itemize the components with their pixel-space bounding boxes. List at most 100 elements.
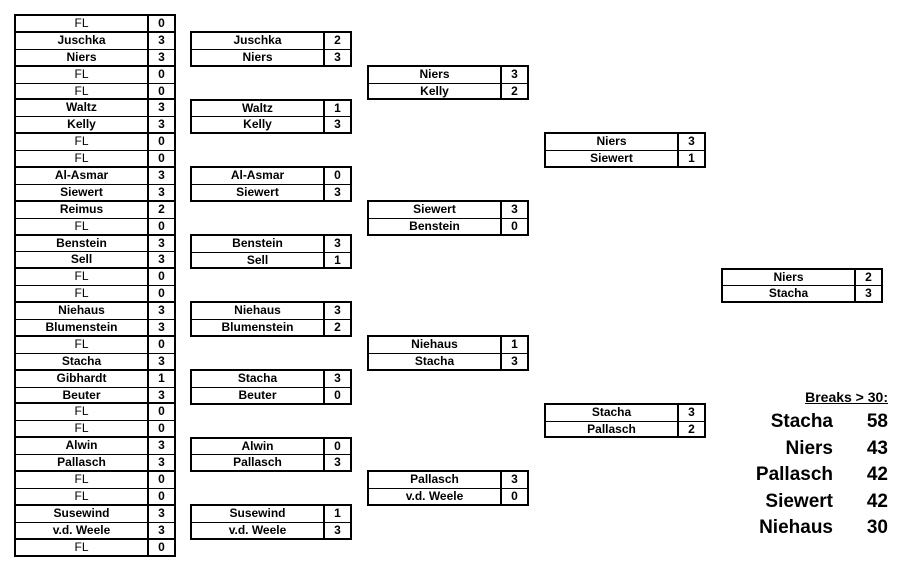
player-name: Reimus (16, 201, 149, 218)
player-score: 2 (334, 320, 341, 335)
player-score: 3 (158, 49, 165, 64)
player-score: 0 (158, 472, 165, 487)
player-row: Niehaus 3 (192, 303, 350, 321)
player-score: 0 (158, 16, 165, 30)
player-name: v.d. Weele (16, 522, 149, 538)
player-score: 0 (334, 438, 341, 453)
player-score: 3 (334, 49, 341, 64)
player-name: FL (16, 472, 149, 488)
break-player: Niehaus (759, 517, 833, 538)
break-value: 30 (866, 517, 888, 538)
break-player: Niers (785, 437, 833, 459)
player-score: 0 (158, 539, 165, 554)
player-score: 3 (334, 235, 341, 250)
player-score: 3 (511, 66, 518, 81)
break-value: 42 (866, 464, 888, 485)
player-name: FL (16, 151, 149, 167)
player-name: FL (16, 16, 149, 31)
player-score: 0 (158, 269, 165, 284)
player-name: FL (16, 421, 149, 437)
break-entry: Niehaus 30 (730, 515, 888, 542)
player-name: v.d. Weele (192, 522, 325, 540)
player-score: 3 (158, 32, 165, 47)
player-score: 0 (158, 83, 165, 98)
player-score: 2 (865, 269, 872, 284)
breaks-title: Breaks > 30: (805, 389, 888, 405)
player-score: 3 (334, 303, 341, 318)
player-row: FL 0 (16, 539, 174, 557)
player-score: 1 (334, 252, 341, 267)
player-score: 2 (688, 421, 695, 436)
player-name: Pallasch (192, 455, 325, 473)
player-score: 3 (334, 370, 341, 385)
player-score: 3 (688, 134, 695, 149)
player-score: 3 (334, 117, 341, 132)
player-name: v.d. Weele (369, 489, 502, 507)
player-name: Kelly (369, 83, 502, 101)
player-name: Stacha (723, 286, 856, 304)
player-name: Waltz (16, 100, 149, 117)
player-score: 3 (158, 252, 165, 267)
player-name: Sell (192, 252, 325, 270)
player-score: 3 (334, 522, 341, 537)
player-name: FL (16, 134, 149, 151)
player-name: Al-Asmar (16, 168, 149, 184)
player-score: 1 (334, 506, 341, 521)
player-name: FL (16, 404, 149, 421)
player-score: 3 (688, 404, 695, 419)
player-name: FL (16, 539, 149, 557)
player-row: Kelly 3 (16, 117, 174, 135)
player-name: Susewind (16, 505, 149, 522)
player-name: Susewind (192, 506, 325, 522)
break-entry: Niers 43 (730, 436, 888, 463)
player-name: Benstein (369, 218, 502, 236)
player-score: 3 (158, 117, 165, 132)
player-name: FL (16, 269, 149, 286)
break-value: 43 (866, 437, 888, 459)
player-row: FL 0 (16, 269, 174, 287)
player-name: Siewert (369, 201, 502, 218)
player-name: Benstein (16, 235, 149, 252)
player-name: Gibhardt (16, 370, 149, 387)
player-name: Niehaus (192, 303, 325, 320)
player-name: Kelly (16, 117, 149, 133)
